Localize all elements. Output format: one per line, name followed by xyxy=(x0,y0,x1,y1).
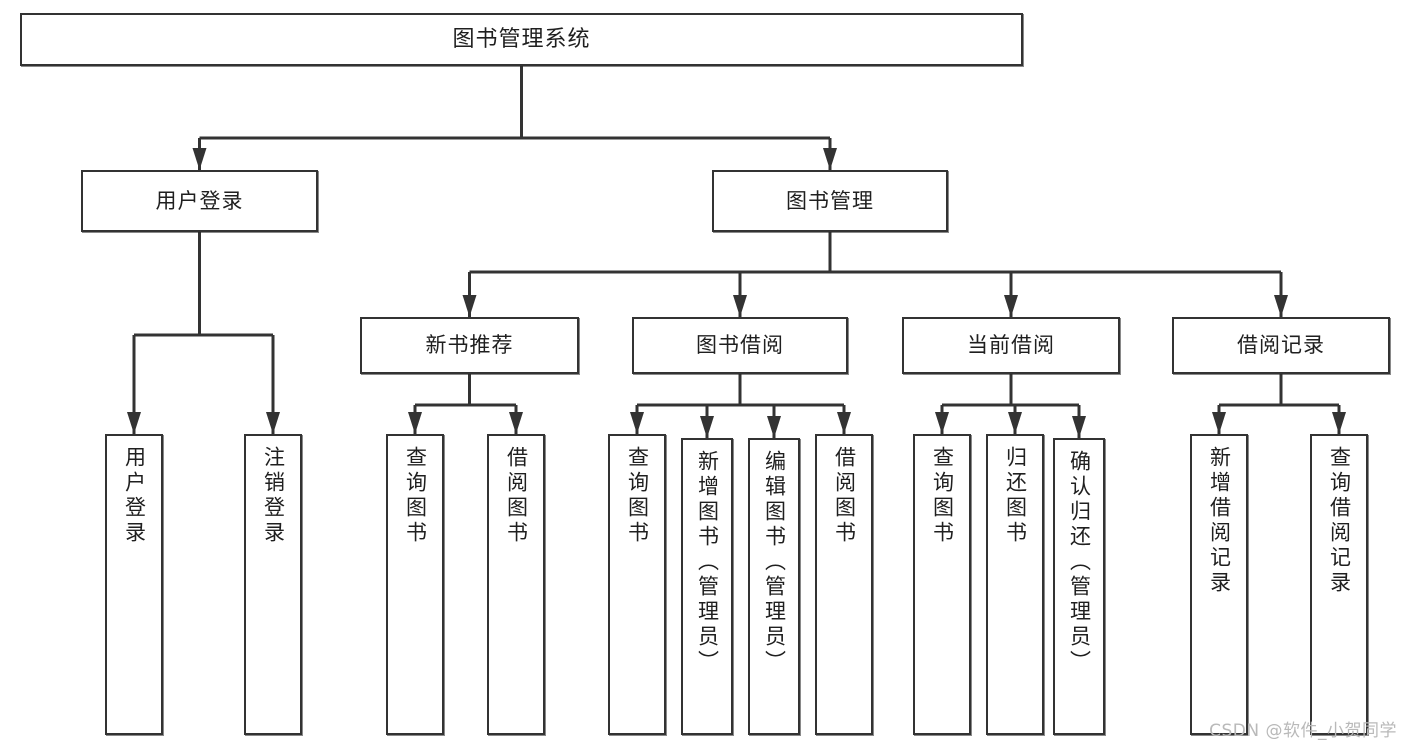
node-label: 注销登录 xyxy=(261,446,286,546)
node-leaf-bb-add[interactable]: 新增图书（管理员） xyxy=(681,438,733,735)
watermark: CSDN @软件_小贺同学 xyxy=(1209,721,1397,741)
node-label: 查询借阅记录 xyxy=(1327,446,1352,596)
node-leaf-cb-confirm[interactable]: 确认归还（管理员） xyxy=(1053,438,1105,735)
node-root[interactable]: 图书管理系统 xyxy=(20,13,1023,66)
node-label: 查询图书 xyxy=(930,446,955,546)
node-l2-user-login[interactable]: 用户登录 xyxy=(81,170,318,232)
node-leaf-nbr-query[interactable]: 查询图书 xyxy=(386,434,444,735)
node-l3-book-borrow[interactable]: 图书借阅 xyxy=(632,317,848,374)
node-leaf-cb-query[interactable]: 查询图书 xyxy=(913,434,971,735)
node-label: 用户登录 xyxy=(155,188,244,213)
node-label: 图书借阅 xyxy=(696,333,784,358)
node-label: 确认归还（管理员） xyxy=(1067,450,1092,675)
node-label: 查询图书 xyxy=(403,446,428,546)
node-label: 新增图书（管理员） xyxy=(695,450,720,675)
node-label: 图书管理系统 xyxy=(452,26,591,52)
node-leaf-bb-borrow[interactable]: 借阅图书 xyxy=(815,434,873,735)
node-label: 用户登录 xyxy=(122,446,147,546)
node-label: 查询图书 xyxy=(625,446,650,546)
node-leaf-user-login[interactable]: 用户登录 xyxy=(105,434,163,735)
node-label: 编辑图书（管理员） xyxy=(762,450,787,675)
node-l3-borrow-record[interactable]: 借阅记录 xyxy=(1172,317,1390,374)
node-l2-book-manage[interactable]: 图书管理 xyxy=(712,170,948,232)
node-label: 借阅图书 xyxy=(504,446,529,546)
node-label: 归还图书 xyxy=(1003,446,1028,546)
node-label: 新书推荐 xyxy=(425,333,514,358)
node-label: 借阅图书 xyxy=(832,446,857,546)
node-leaf-nbr-borrow[interactable]: 借阅图书 xyxy=(487,434,545,735)
node-label: 当前借阅 xyxy=(967,333,1055,358)
node-leaf-user-logout[interactable]: 注销登录 xyxy=(244,434,302,735)
node-l3-new-book-rec[interactable]: 新书推荐 xyxy=(360,317,579,374)
node-leaf-bb-query[interactable]: 查询图书 xyxy=(608,434,666,735)
node-label: 借阅记录 xyxy=(1237,333,1325,358)
node-leaf-br-add[interactable]: 新增借阅记录 xyxy=(1190,434,1248,735)
node-leaf-bb-edit[interactable]: 编辑图书（管理员） xyxy=(748,438,800,735)
node-leaf-br-query[interactable]: 查询借阅记录 xyxy=(1310,434,1368,735)
node-leaf-cb-return[interactable]: 归还图书 xyxy=(986,434,1044,735)
node-label: 图书管理 xyxy=(786,188,874,213)
node-l3-current-borrow[interactable]: 当前借阅 xyxy=(902,317,1120,374)
node-label: 新增借阅记录 xyxy=(1207,446,1232,596)
